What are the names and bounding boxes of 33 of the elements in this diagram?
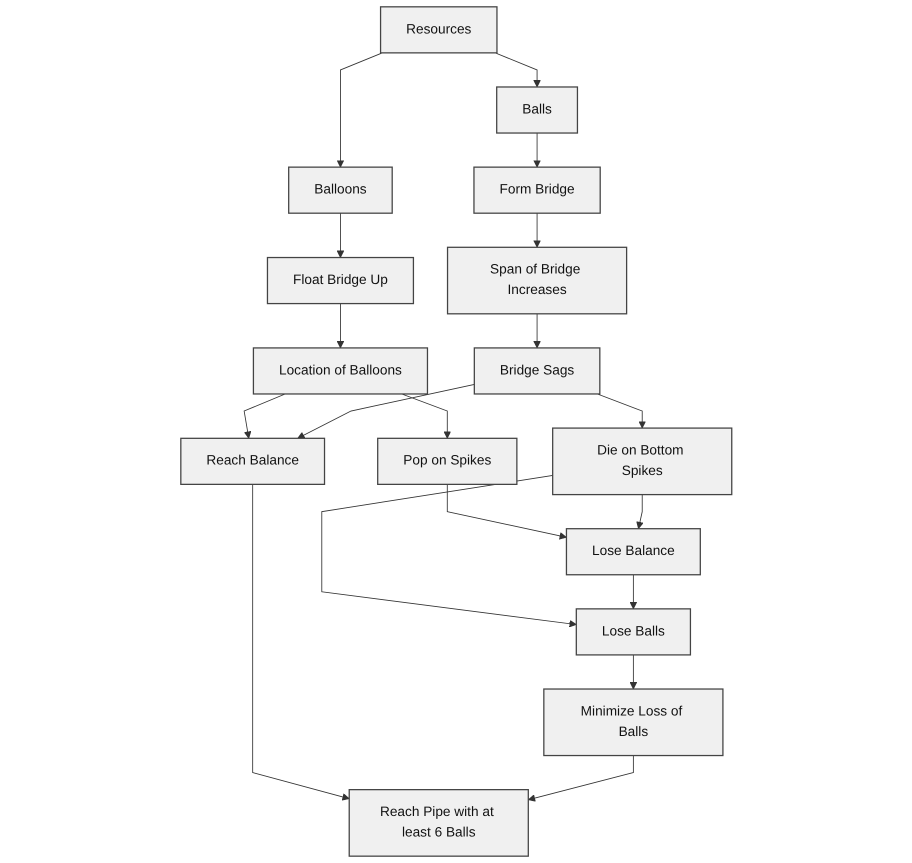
arrow <box>629 574 637 610</box>
node-box: Bridge Sags <box>473 347 600 395</box>
arrow <box>596 394 646 428</box>
arrow <box>401 394 451 439</box>
node-box: Balls <box>496 86 578 134</box>
node-box: Reach Pipe with at least 6 Balls <box>348 789 529 857</box>
node-box: Balloons <box>288 166 393 214</box>
arrow <box>336 212 344 258</box>
arrow <box>297 384 474 439</box>
arrow <box>446 484 566 540</box>
arrow <box>321 474 576 628</box>
arrow <box>636 494 644 530</box>
node-box: Location of Balloons <box>252 347 428 395</box>
node-box: Float Bridge Up <box>266 256 414 304</box>
node-box: Lose Balls <box>575 608 691 656</box>
node-box: Pop on Spikes <box>376 438 518 485</box>
node-box: Die on Bottom Spikes <box>552 427 732 496</box>
node-box: Resources <box>380 6 498 54</box>
node-box: Minimize Loss of Balls <box>542 688 724 756</box>
arrow <box>252 484 350 801</box>
arrow <box>494 52 541 88</box>
arrow <box>533 132 541 168</box>
node-box: Span of Bridge Increases <box>446 246 627 314</box>
node-box: Form Bridge <box>473 166 601 214</box>
arrow <box>336 52 382 168</box>
arrow <box>533 212 541 248</box>
arrow <box>533 313 541 348</box>
arrow <box>629 654 637 690</box>
node-box: Reach Balance <box>180 438 325 485</box>
node-box: Lose Balance <box>566 528 701 576</box>
arrow <box>528 755 634 802</box>
arrow <box>243 394 286 439</box>
arrow <box>336 303 344 348</box>
